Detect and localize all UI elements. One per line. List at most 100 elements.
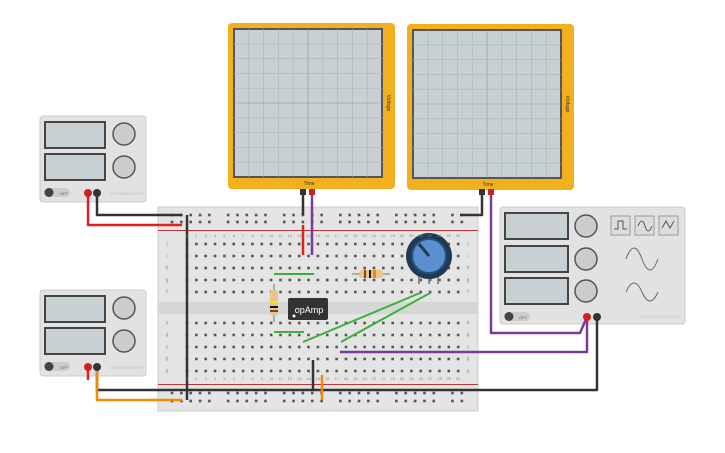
hole [269,333,273,337]
voltage-knob[interactable] [112,296,136,320]
hole [372,254,376,258]
rail-hole [254,220,258,224]
hole [325,242,329,246]
hole [288,369,292,373]
hole [335,242,338,246]
hole [232,333,236,337]
hole [260,345,264,349]
hole [260,321,264,325]
hole [260,278,264,282]
rail-hole [198,391,202,395]
row-label: d [166,333,169,339]
hole [204,242,207,246]
hole [204,357,207,361]
hole [232,369,236,373]
row-label: h [467,266,470,272]
resistor-vertical[interactable] [270,284,278,322]
potentiometer[interactable] [406,233,452,284]
y-axis-label: Voltage [564,96,570,113]
chip-label: opAmp [295,305,324,315]
x-axis-label: Time [483,182,494,188]
column-label: 9 [261,376,264,381]
row-label: b [166,357,169,363]
hole [297,290,301,294]
hole [447,266,451,270]
hole [269,345,273,349]
hole [400,321,404,325]
hole [241,254,245,258]
brand-label: DC POWER SUPPLY [110,366,144,370]
hole [372,278,376,282]
rail-hole [395,399,398,403]
rail-hole [264,220,267,224]
hole [363,290,366,294]
column-label: 22 [381,376,386,381]
hole [279,333,282,337]
terminals[interactable] [84,189,601,371]
resistor-horizontal[interactable] [352,270,390,278]
column-label: 28 [437,233,442,238]
hole [279,242,282,246]
oscilloscope-2[interactable]: Time Voltage [407,24,574,190]
oscilloscope-1[interactable]: Time Voltage [228,23,395,189]
column-label: 4 [214,376,217,381]
power-supply-1[interactable]: OFF DC POWER SUPPLY [39,115,147,203]
rail-hole [226,399,230,403]
offset-knob[interactable] [574,279,598,303]
hole [195,369,198,373]
hole [372,290,376,294]
row-label: f [467,290,469,296]
rail-hole [376,220,379,224]
hole [372,242,376,246]
voltage-knob[interactable] [112,122,136,146]
rail-hole [292,220,295,224]
hole [307,345,310,349]
hole [223,369,226,373]
column-label: 27 [428,376,433,381]
hole [297,266,301,270]
rail-hole [357,213,361,217]
hole [382,266,385,270]
hole [325,266,329,270]
hole [195,242,198,246]
hole [279,290,282,294]
hole [325,357,329,361]
hole [316,266,320,270]
hole [419,333,423,337]
rail-hole [376,399,379,403]
hole [251,266,254,270]
rail-hole [423,399,426,403]
square-wave-button[interactable] [610,215,631,236]
column-label: 15 [316,376,321,381]
hole [363,357,366,361]
hole [195,333,198,337]
sine-wave-icon [637,220,653,232]
column-label: 20 [362,233,367,238]
frequency-knob[interactable] [574,214,598,238]
current-knob[interactable] [112,329,136,353]
hole [391,369,394,373]
hole [232,290,236,294]
rail-hole [432,220,436,224]
amplitude-knob[interactable] [574,247,598,271]
function-generator[interactable]: OFF FUNCTION GENERATOR [499,206,686,325]
hole [410,333,413,337]
hole [269,254,273,258]
opamp-chip[interactable]: opAmp [288,298,328,320]
current-knob[interactable] [112,155,136,179]
hole [223,333,226,337]
rail-hole [245,391,249,395]
column-label: 30 [456,233,461,238]
hole [400,254,404,258]
hole [204,278,207,282]
power-supply-2[interactable]: OFF DC POWER SUPPLY [39,289,147,377]
row-label: a [467,369,470,375]
hole [335,333,338,337]
hole [297,333,301,337]
amplitude-icon [625,247,659,271]
rail-hole [423,220,426,224]
hole [232,254,236,258]
column-label: 1 [186,376,189,381]
hole [251,321,254,325]
